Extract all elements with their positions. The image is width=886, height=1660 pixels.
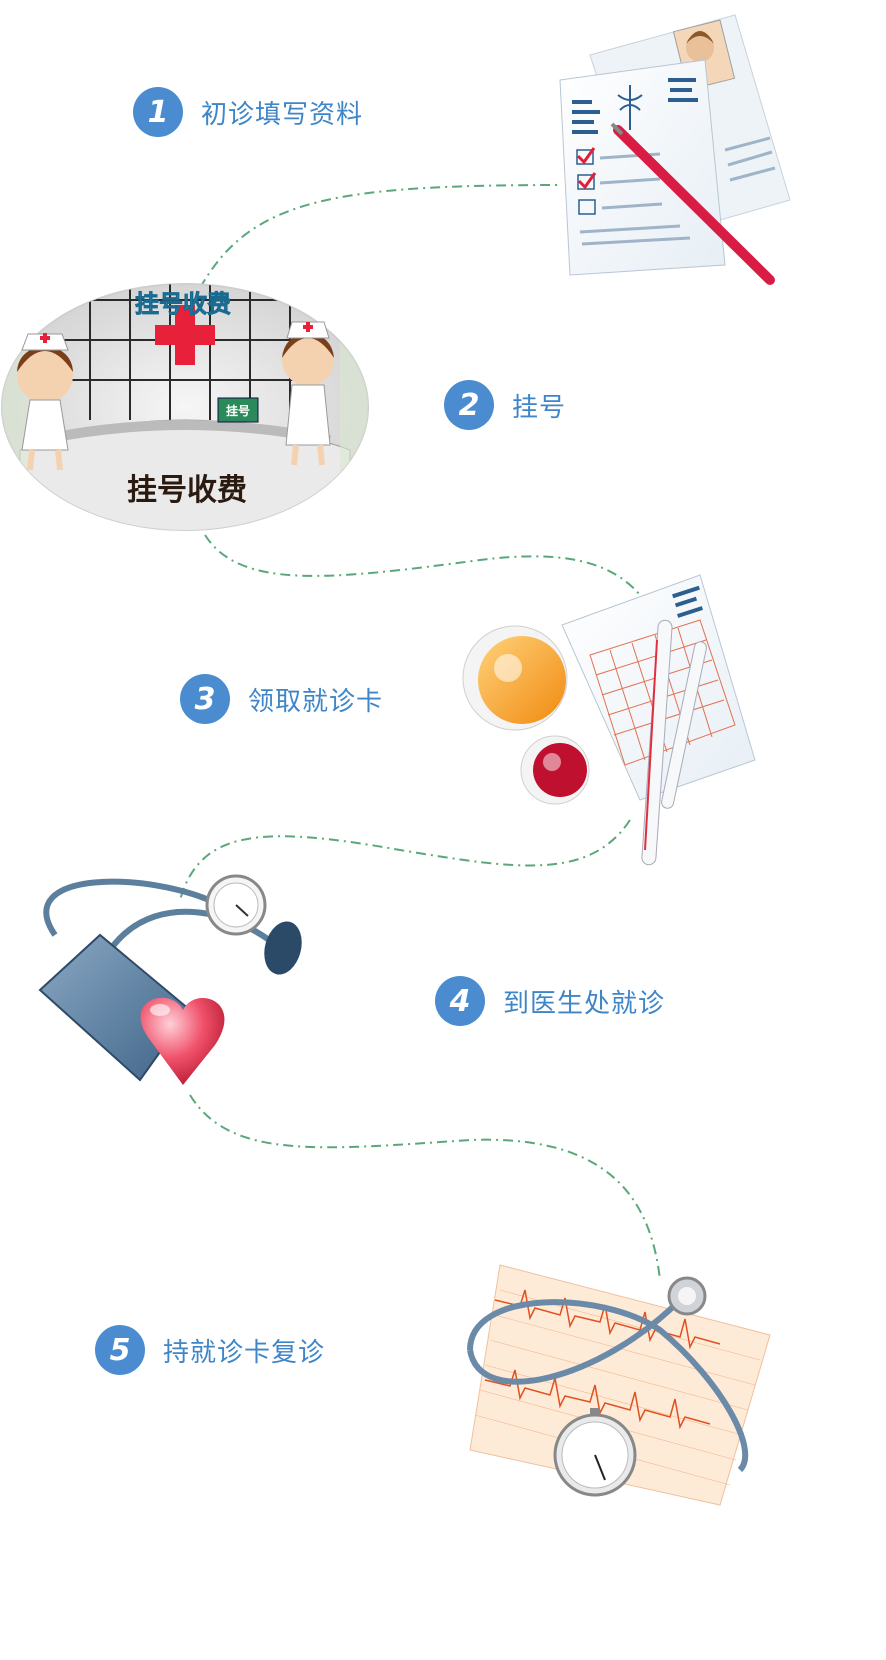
step-label: 初诊填写资料	[201, 98, 364, 129]
step-label: 持就诊卡复诊	[163, 1336, 326, 1367]
step-label: 到医生处就诊	[503, 987, 666, 1018]
hall-sign-bottom: 挂号收费	[127, 473, 247, 508]
step-3: 3 领取就诊卡	[180, 674, 383, 724]
step-1: 1 初诊填写资料	[133, 87, 363, 137]
registration-hall-illustration: 挂号收费 挂号 挂号收费	[1, 283, 369, 531]
step-number-badge: 4	[435, 976, 485, 1026]
medicine-chart-illustration	[462, 574, 756, 866]
step-label: 挂号	[512, 391, 567, 422]
blood-pressure-illustration	[38, 874, 302, 1085]
step-number-badge: 1	[133, 87, 183, 137]
counter-plate: 挂号	[226, 403, 250, 418]
step-number-badge: 3	[180, 674, 230, 724]
hall-sign-top: 挂号收费	[135, 290, 231, 318]
step-4: 4 到医生处就诊	[435, 976, 665, 1026]
medical-form-illustration	[559, 14, 791, 285]
nurse-right	[282, 321, 334, 466]
step-number-badge: 5	[95, 1325, 145, 1375]
step-2: 2 挂号	[444, 380, 566, 430]
ecg-stethoscope-illustration	[467, 1264, 771, 1506]
step-number-badge: 2	[444, 380, 494, 430]
nurse-left	[17, 333, 73, 471]
step-label: 领取就诊卡	[248, 685, 384, 716]
step-5: 5 持就诊卡复诊	[95, 1325, 325, 1375]
